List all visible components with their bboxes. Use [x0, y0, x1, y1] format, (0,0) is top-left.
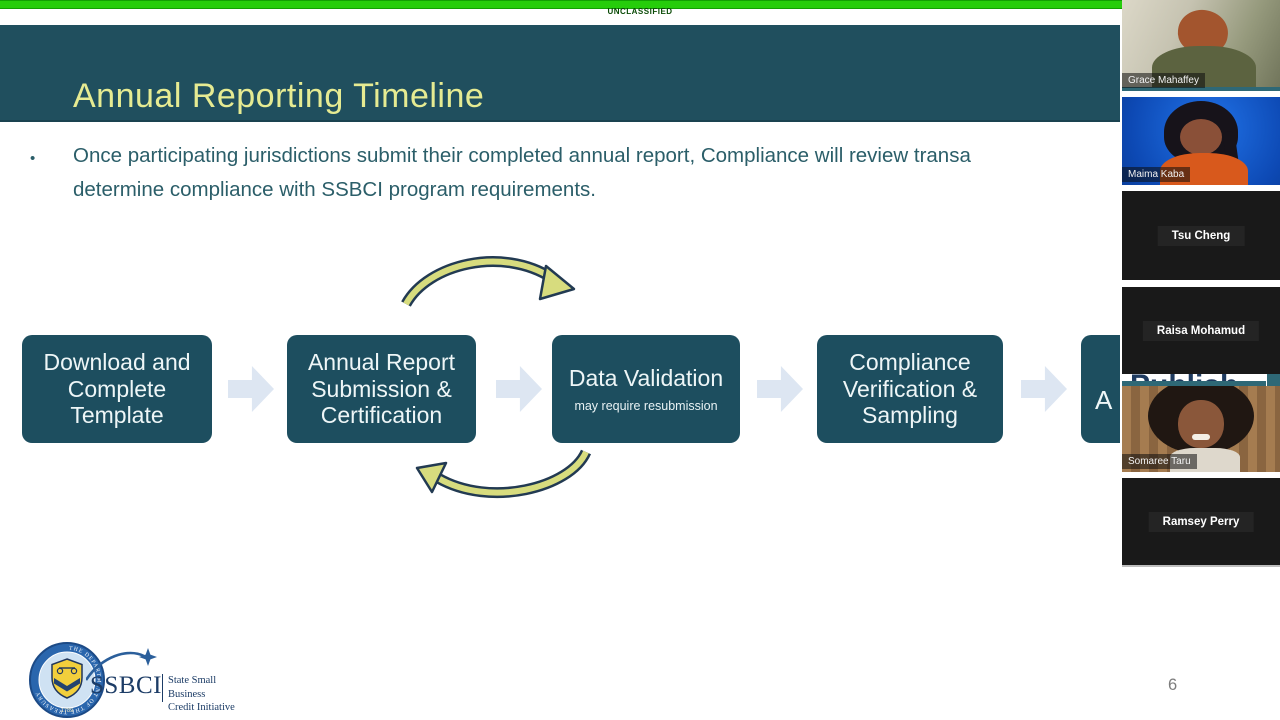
flow-step-compliance-verification: Compliance Verification & Sampling	[817, 335, 1003, 443]
participant-name-label: Tsu Cheng	[1157, 225, 1245, 246]
participant-tile-grace-mahaffey[interactable]: Grace Mahaffey	[1122, 0, 1280, 91]
seal-year: 1789	[61, 708, 73, 714]
slide-body-text: • Once participating jurisdictions submi…	[0, 140, 1120, 210]
participant-name-label: Raisa Mohamud	[1142, 320, 1260, 341]
bullet-text-line-2: determine compliance with SSBCI program …	[73, 178, 596, 201]
participant-tile-somaree-taru[interactable]: Somaree Taru	[1122, 386, 1280, 472]
participant-name-label: Maima Kaba	[1122, 167, 1191, 182]
flow-step-label: Compliance Verification & Sampling	[842, 348, 978, 429]
ssbci-name-line-1: State Small Business	[168, 675, 217, 700]
flow-step-download-template: Download and Complete Template	[22, 335, 212, 443]
peek-teal-bar	[1122, 381, 1266, 386]
classification-banner: UNCLASSIFIED	[0, 0, 1280, 16]
flow-step-data-validation: Data Validation may require resubmission	[552, 335, 740, 443]
ssbci-divider	[162, 674, 163, 702]
flow-step-label: Annual Report Submission & Certification	[307, 348, 456, 429]
participant-tile-ramsey-perry[interactable]: Ramsey Perry	[1122, 478, 1280, 567]
participant-tile-maima-kaba[interactable]: Maima Kaba	[1122, 97, 1280, 185]
participant-smile	[1192, 434, 1210, 440]
bullet-marker: •	[30, 150, 36, 167]
flow-arrow-icon	[757, 366, 803, 412]
loop-arrow-bottom-icon	[415, 449, 592, 499]
video-edge	[1122, 87, 1280, 91]
process-flow: Download and Complete Template Annual Re…	[0, 335, 1120, 445]
flow-step-submission-certification: Annual Report Submission & Certification	[287, 335, 476, 443]
slide-title: Annual Reporting Timeline	[73, 77, 485, 115]
ssbci-logo: SSBCI State Small Business Credit Initia…	[86, 648, 256, 715]
treasury-seal-logo: THE DEPARTMENT OF THE TREASURY 1789	[29, 642, 105, 718]
slide-page-number: 6	[1168, 676, 1178, 694]
flow-step-sublabel: may require resubmission	[574, 399, 718, 414]
flow-arrow-icon	[496, 366, 542, 412]
flow-step-label: Download and Complete Template	[43, 348, 191, 429]
ssbci-acronym: SSBCI	[90, 672, 162, 699]
participant-name-label: Somaree Taru	[1122, 454, 1197, 469]
flow-step-label: Data Validation	[568, 364, 724, 391]
slide-title-bar: Annual Reporting Timeline	[0, 25, 1120, 122]
participant-face	[1178, 400, 1224, 448]
bullet-text-line-1: Once participating jurisdictions submit …	[73, 144, 971, 167]
flow-arrow-icon	[1021, 366, 1067, 412]
peek-teal-square	[1267, 373, 1280, 386]
slide-peek-strip: Publish	[1122, 373, 1280, 386]
ssbci-name: State Small Business Credit Initiative	[168, 674, 256, 715]
participant-face	[1180, 119, 1222, 155]
ssbci-name-line-2: Credit Initiative	[168, 702, 235, 714]
participant-name-label: Grace Mahaffey	[1122, 73, 1205, 88]
flow-arrow-icon	[228, 366, 274, 412]
flow-step-label: A	[1095, 385, 1113, 415]
participant-tile-tsu-cheng[interactable]: Tsu Cheng	[1122, 191, 1280, 280]
loop-arrow-top-icon	[401, 256, 576, 307]
participant-tile-raisa-mohamud[interactable]: Raisa Mohamud	[1122, 287, 1280, 374]
classification-banner-label: UNCLASSIFIED	[607, 7, 673, 16]
participant-name-label: Ramsey Perry	[1148, 511, 1254, 532]
flow-step-partially-visible: A	[1081, 335, 1120, 443]
ssbci-swoosh-icon	[86, 648, 157, 681]
